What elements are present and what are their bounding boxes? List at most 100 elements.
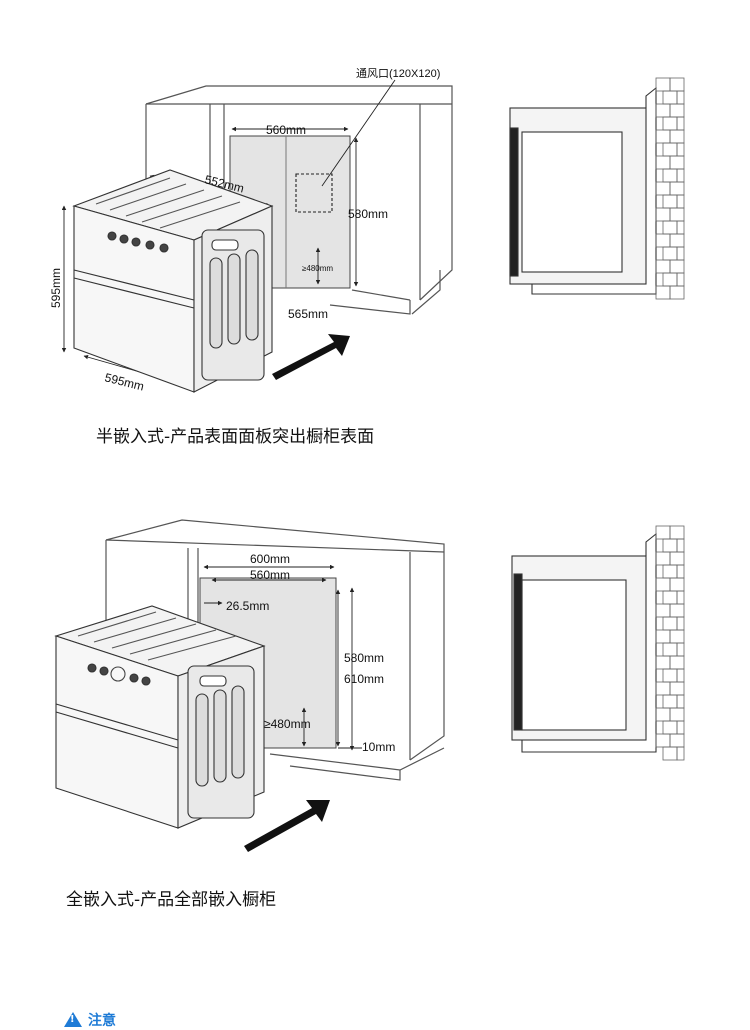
brick: [662, 194, 678, 209]
brick: [655, 129, 671, 144]
dim-26-5: 26.5mm: [226, 599, 269, 613]
brick: [676, 590, 685, 605]
dim-565: 565mm: [288, 307, 328, 321]
brick: [669, 103, 685, 118]
brick: [662, 564, 678, 579]
brick: [676, 746, 685, 761]
brick: [655, 181, 671, 196]
brick: [669, 129, 685, 144]
bottom-cabinet: [105, 519, 445, 781]
dim-480-top: ≥480mm: [302, 264, 333, 273]
dim-580-bottom: 580mm: [344, 651, 384, 665]
brick: [669, 733, 685, 748]
dim-10: 10mm: [362, 740, 395, 754]
brick: [669, 207, 685, 222]
brick: [669, 259, 685, 274]
brick: [655, 577, 671, 592]
brick: [669, 181, 685, 196]
control-knob-icon: [107, 231, 117, 241]
brick: [655, 525, 671, 540]
brick: [655, 103, 671, 118]
bottom-side-view: [511, 532, 657, 753]
brick: [676, 616, 685, 631]
dim-560-bottom: 560mm: [250, 568, 290, 582]
brick: [655, 707, 671, 722]
brick: [655, 603, 671, 618]
brick: [669, 155, 685, 170]
top-side-view: [509, 86, 657, 295]
brick: [655, 233, 671, 248]
brick: [669, 285, 685, 300]
brick: [655, 733, 671, 748]
dim-480-bottom: ≥480mm: [264, 717, 311, 731]
insert-arrow-icon: [272, 334, 350, 380]
brick: [676, 116, 685, 131]
handle-icon: [211, 239, 239, 251]
brick: [662, 272, 678, 287]
brick: [655, 285, 671, 300]
brick: [676, 564, 685, 579]
dim-610: 610mm: [344, 672, 384, 686]
brick: [669, 577, 685, 592]
insert-arrow-icon-2: [244, 800, 330, 852]
dim-580-top: 580mm: [348, 207, 388, 221]
notice-heading: 注意: [64, 1010, 116, 1030]
bottom-appliance: [54, 605, 266, 829]
brick: [676, 668, 685, 683]
brick: [676, 168, 685, 183]
brick: [676, 194, 685, 209]
brick: [662, 220, 678, 235]
brick: [662, 720, 678, 735]
brick: [655, 77, 671, 92]
dim-560-top: 560mm: [266, 123, 306, 137]
brick: [662, 168, 678, 183]
brick: [655, 155, 671, 170]
vent-label: 通风口(120X120): [356, 67, 440, 80]
brick: [662, 616, 678, 631]
brick: [662, 538, 678, 553]
brick: [655, 655, 671, 670]
dim-595-height: 595mm: [49, 268, 63, 308]
brick: [676, 142, 685, 157]
warning-icon: [64, 1012, 82, 1027]
top-caption: 半嵌入式-产品表面面板突出橱柜表面: [96, 427, 375, 447]
brick: [669, 681, 685, 696]
dim-600: 600mm: [250, 552, 290, 566]
notice-label: 注意: [88, 1013, 116, 1029]
top-appliance: [72, 169, 274, 393]
brick: [662, 90, 678, 105]
brick: [676, 642, 685, 657]
brick: [676, 538, 685, 553]
brick: [662, 590, 678, 605]
brick: [662, 246, 678, 261]
brick: [669, 629, 685, 644]
brick: [669, 233, 685, 248]
brick: [662, 642, 678, 657]
brick: [676, 720, 685, 735]
bottom-dim-lines: [203, 564, 362, 751]
bottom-caption: 全嵌入式-产品全部嵌入橱柜: [66, 890, 277, 910]
brick: [662, 116, 678, 131]
brick: [676, 90, 685, 105]
dim-595-width: 595mm: [103, 370, 145, 393]
brick: [669, 655, 685, 670]
top-brick-wall: [655, 77, 685, 300]
bottom-brick-wall: [655, 525, 685, 761]
brick: [676, 272, 685, 287]
brick: [655, 259, 671, 274]
brick: [662, 746, 678, 761]
brick: [669, 525, 685, 540]
vent-opening: [295, 173, 333, 213]
brick: [676, 246, 685, 261]
brick: [662, 694, 678, 709]
brick: [655, 629, 671, 644]
brick: [669, 551, 685, 566]
brick: [669, 603, 685, 618]
brick: [655, 207, 671, 222]
brick: [669, 77, 685, 92]
brick: [662, 668, 678, 683]
brick: [676, 220, 685, 235]
brick: [676, 694, 685, 709]
brick: [655, 681, 671, 696]
